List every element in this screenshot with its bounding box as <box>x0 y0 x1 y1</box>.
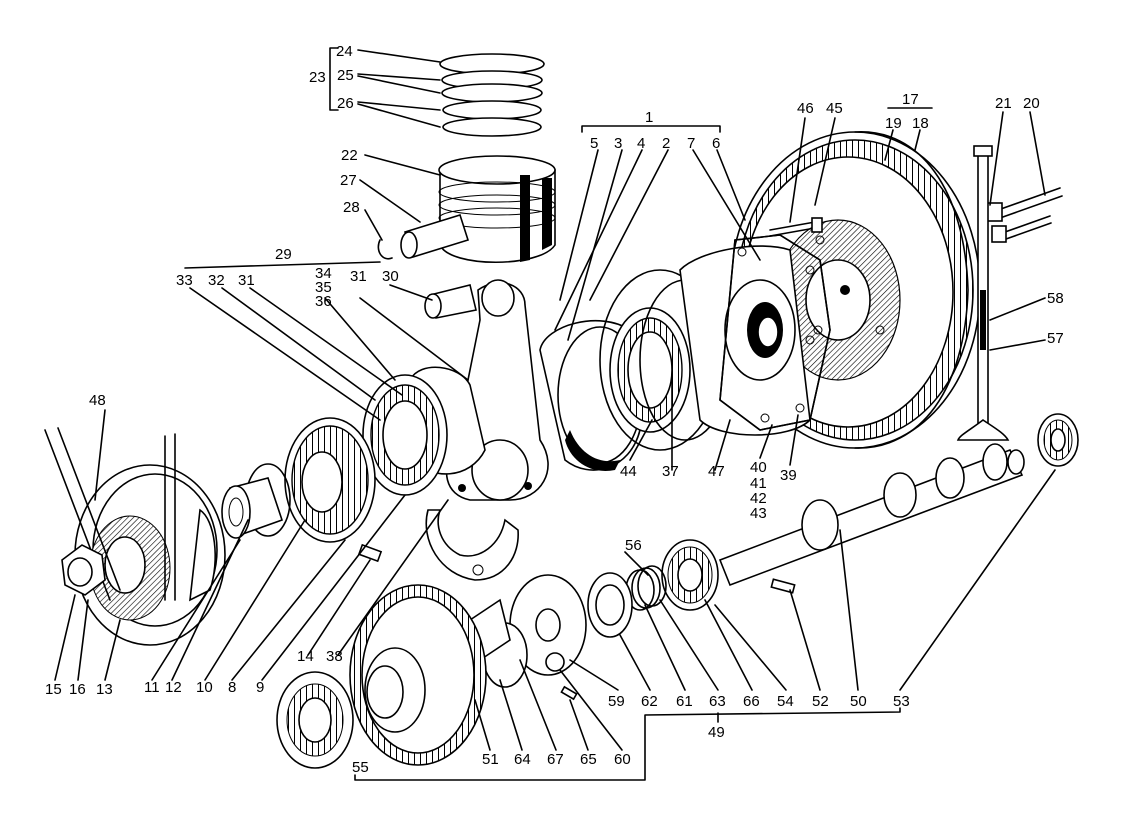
studs <box>769 217 823 237</box>
label-61: 61 <box>676 693 693 710</box>
part-labels: 24 23 25 26 22 27 28 29 30 33 32 31 34 3… <box>45 43 1064 776</box>
label-52: 52 <box>812 693 829 710</box>
label-60: 60 <box>614 751 631 768</box>
label-49: 49 <box>708 724 725 741</box>
cam-bearing-54 <box>661 539 719 611</box>
valve <box>956 145 1010 441</box>
bearing-housing <box>679 245 811 436</box>
label-2: 2 <box>662 135 670 152</box>
label-5: 5 <box>590 135 598 152</box>
label-48: 48 <box>89 392 106 409</box>
label-28: 28 <box>343 199 360 216</box>
crank-nut <box>61 544 106 596</box>
label-24: 24 <box>336 43 353 60</box>
label-3: 3 <box>614 135 622 152</box>
label-55: 55 <box>352 759 369 776</box>
label-16: 16 <box>69 681 86 698</box>
camshaft <box>718 443 1025 587</box>
label-14: 14 <box>297 648 314 665</box>
small-end-bush <box>424 284 477 319</box>
label-38: 38 <box>326 648 343 665</box>
circlip <box>377 239 393 260</box>
piston-pin <box>400 214 470 259</box>
label-31a: 31 <box>238 272 255 289</box>
label-22: 22 <box>341 147 358 164</box>
label-13: 13 <box>96 681 113 698</box>
label-12: 12 <box>165 679 182 696</box>
piston <box>438 155 556 264</box>
pin-65 <box>560 685 578 701</box>
cam-bearing-53 <box>1037 413 1079 467</box>
label-34: 34 <box>315 265 332 282</box>
label-30: 30 <box>382 268 399 285</box>
camshaft-gear-51 <box>349 584 487 766</box>
label-59: 59 <box>608 693 625 710</box>
label-6: 6 <box>712 135 720 152</box>
label-11: 11 <box>144 679 160 696</box>
spacer <box>221 463 291 539</box>
label-65: 65 <box>580 751 597 768</box>
label-67: 67 <box>547 751 564 768</box>
key <box>357 543 383 563</box>
label-62: 62 <box>641 693 658 710</box>
label-53: 53 <box>893 693 910 710</box>
governor-weights-67 <box>469 598 528 688</box>
label-37: 37 <box>662 463 679 480</box>
piston-rings <box>439 53 545 137</box>
label-33: 33 <box>176 272 193 289</box>
label-57: 57 <box>1047 330 1064 347</box>
main-bearing <box>609 307 691 433</box>
label-4: 4 <box>637 135 645 152</box>
label-43: 43 <box>750 505 767 522</box>
label-46: 46 <box>797 100 814 117</box>
bush-61 <box>587 572 633 638</box>
label-64: 64 <box>514 751 531 768</box>
leader-lines <box>54 47 1056 781</box>
label-21: 21 <box>995 95 1012 112</box>
crank-gear-bearing <box>362 374 448 496</box>
cam-bearing-55 <box>276 671 354 769</box>
label-29: 29 <box>275 246 292 263</box>
label-47: 47 <box>708 463 725 480</box>
label-44: 44 <box>620 463 637 480</box>
label-63: 63 <box>709 693 726 710</box>
label-42: 42 <box>750 490 767 507</box>
label-27: 27 <box>340 172 357 189</box>
label-66: 66 <box>743 693 760 710</box>
label-15: 15 <box>45 681 62 698</box>
flywheel-bolts <box>985 187 1063 243</box>
gasket-plate <box>719 234 831 431</box>
label-23: 23 <box>309 69 326 86</box>
governor-plate-59 <box>509 574 587 676</box>
label-26: 26 <box>337 95 354 112</box>
label-10: 10 <box>196 679 213 696</box>
label-8: 8 <box>228 679 236 696</box>
label-41: 41 <box>750 475 767 492</box>
label-17: 17 <box>902 91 919 108</box>
label-7: 7 <box>687 135 695 152</box>
label-9: 9 <box>256 679 264 696</box>
label-40: 40 <box>750 459 767 476</box>
label-50: 50 <box>850 693 867 710</box>
pulley <box>74 464 226 646</box>
label-54: 54 <box>777 693 794 710</box>
label-32: 32 <box>208 272 225 289</box>
label-56: 56 <box>625 537 642 554</box>
label-19: 19 <box>885 115 902 132</box>
label-35: 35 <box>315 279 332 296</box>
label-36: 36 <box>315 293 332 310</box>
timing-gear <box>284 417 376 543</box>
label-1: 1 <box>645 109 653 126</box>
label-45: 45 <box>826 100 843 117</box>
label-39: 39 <box>780 467 797 484</box>
label-25: 25 <box>337 67 354 84</box>
label-20: 20 <box>1023 95 1040 112</box>
label-18: 18 <box>912 115 929 132</box>
label-31b: 31 <box>350 268 367 285</box>
cam-key-52 <box>770 578 796 594</box>
label-51: 51 <box>482 751 499 768</box>
label-58: 58 <box>1047 290 1064 307</box>
